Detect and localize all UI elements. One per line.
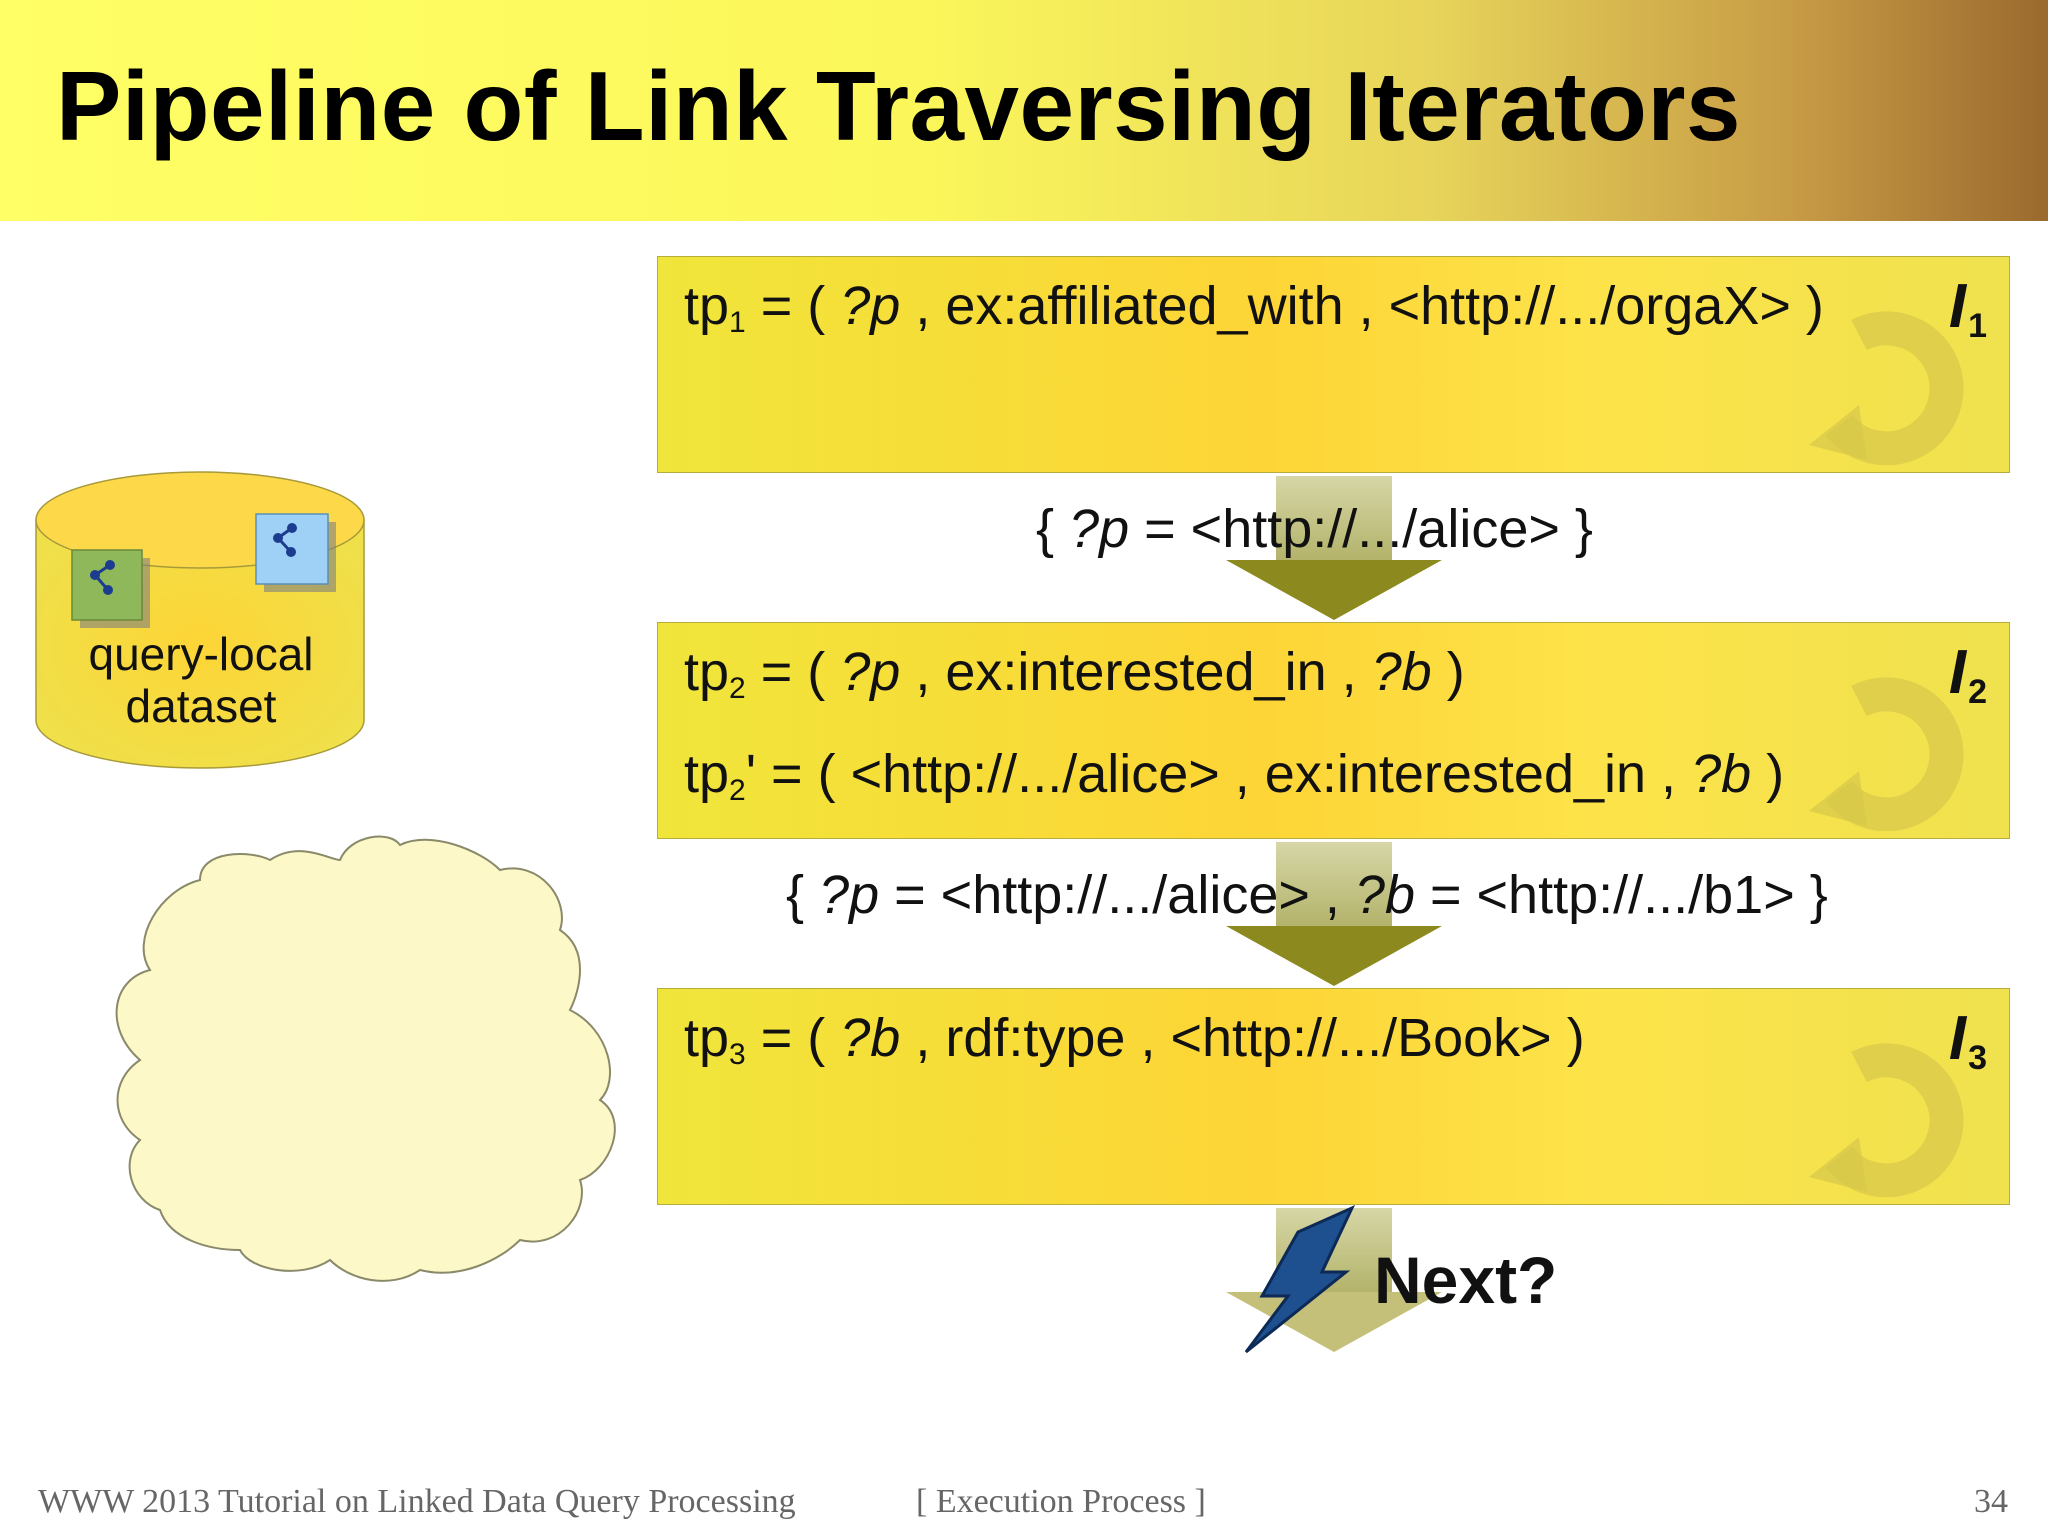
graph-icon-green [71, 549, 150, 628]
triple-pattern-2-prime: tp2' = ( <http://.../alice> , ex:interes… [684, 744, 1785, 807]
next-label: Next? [1374, 1243, 1558, 1317]
footer-title: WWW 2013 Tutorial on Linked Data Query P… [38, 1483, 796, 1520]
dataset-label-line1: query-local [88, 628, 314, 680]
title-bar [0, 0, 2048, 221]
iterator-box-2: tp2 = ( ?p , ex:interested_in , ?b ) tp2… [657, 622, 2010, 839]
loop-icon [1809, 677, 1964, 831]
loop-icon [1809, 311, 1964, 465]
loop-icon [1809, 1043, 1964, 1197]
triple-pattern-1: tp1 = ( ?p , ex:affiliated_with , <http:… [684, 276, 1824, 339]
graph-icon-blue [255, 513, 336, 592]
binding-1: { ?p = <http://.../alice> } [1036, 499, 1593, 559]
web-cloud [115, 835, 616, 1282]
iterator-label-2: I2 [1948, 638, 1987, 711]
flow-arrow-1 [1226, 476, 1442, 620]
triple-pattern-3: tp3 = ( ?b , rdf:type , <http://.../Book… [684, 1008, 1585, 1071]
triple-pattern-2: tp2 = ( ?p , ex:interested_in , ?b ) [684, 642, 1465, 705]
lightning-icon [1244, 1204, 1356, 1354]
page-number: 34 [1974, 1483, 2008, 1520]
iterator-box-3: tp3 = ( ?b , rdf:type , <http://.../Book… [657, 988, 2010, 1205]
iterator-label-1: I1 [1948, 272, 1987, 345]
page-title: Pipeline of Link Traversing Iterators [56, 51, 1741, 161]
iterator-box-1: tp1 = ( ?p , ex:affiliated_with , <http:… [657, 256, 2010, 473]
footer-section: [ Execution Process ] [916, 1483, 1206, 1520]
dataset-cylinder [35, 471, 365, 769]
binding-2: { ?p = <http://.../alice> , ?b = <http:/… [786, 865, 1828, 925]
iterator-label-3: I3 [1948, 1004, 1987, 1077]
dataset-label-line2: dataset [125, 680, 277, 732]
dataset-label: query-local dataset [36, 628, 366, 732]
flow-arrow-2 [1226, 842, 1442, 986]
